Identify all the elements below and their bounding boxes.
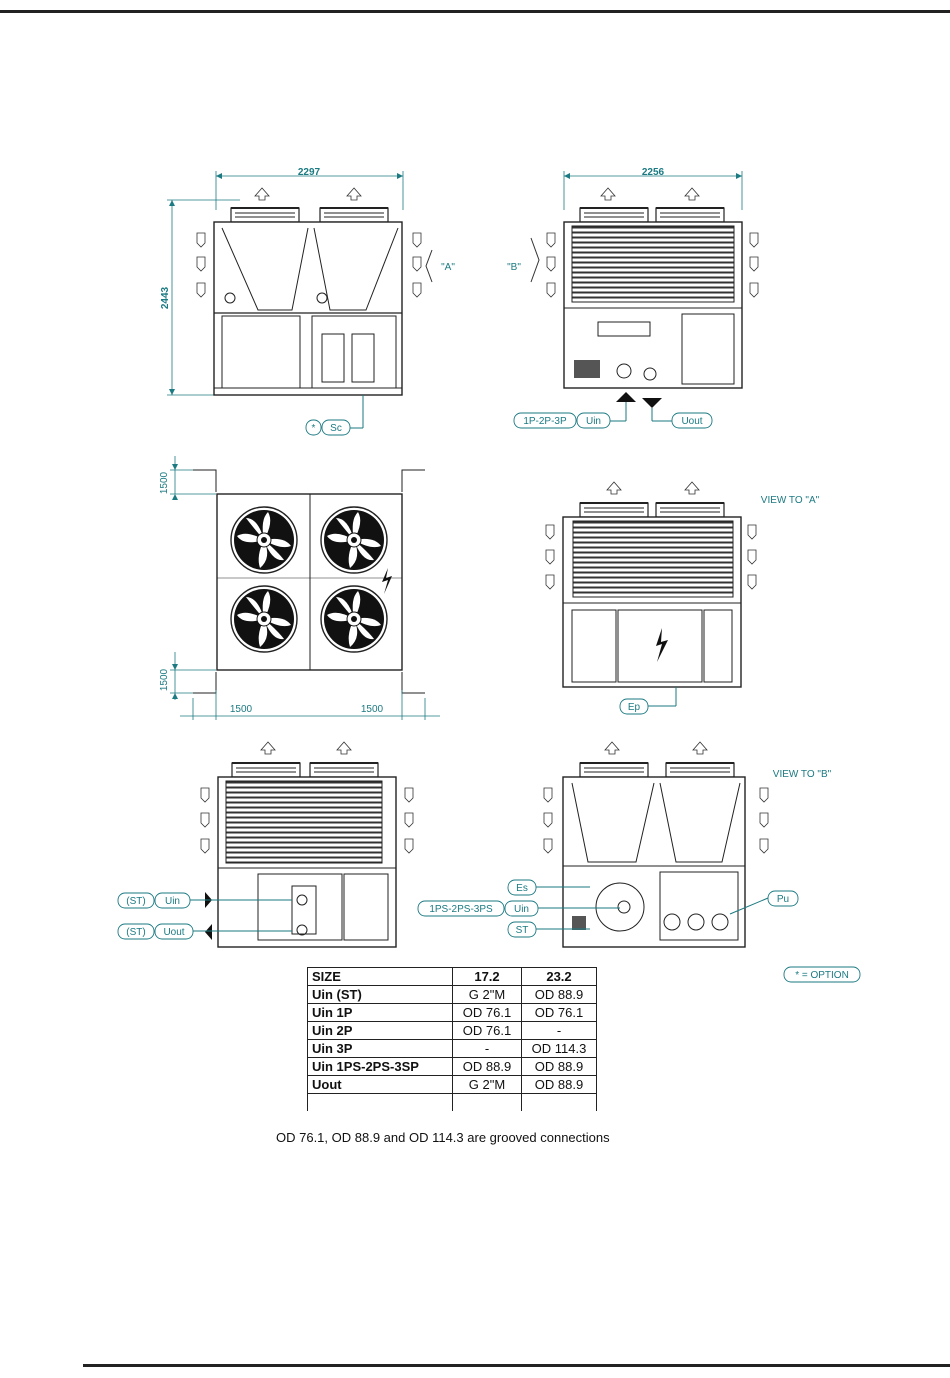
table-row-empty [307, 1093, 597, 1111]
table-row: Uin 1P OD 76.1 OD 76.1 [307, 1003, 597, 1022]
tag-st-uin: (ST) [126, 896, 145, 907]
table-cell-value: - [452, 1039, 522, 1058]
view-side-right [530, 171, 759, 422]
tag-st: ST [516, 925, 529, 936]
tag-option: * = OPTION [795, 970, 849, 981]
table-cell-label: Uin 1P [307, 1003, 453, 1022]
view-front-left [167, 171, 433, 429]
tag-pu: Pu [777, 894, 789, 905]
table-cell-value: OD 76.1 [452, 1003, 522, 1022]
tag-uout-side: Uout [681, 416, 702, 427]
tag-uin-side: Uin [586, 416, 601, 427]
tag-1p-2p-3p: 1P-2P-3P [523, 416, 567, 427]
table-cell-value: G 2"M [452, 985, 522, 1004]
view-to-b [536, 741, 769, 948]
dim-width-side: 2256 [642, 167, 665, 178]
tag-uout-back: Uout [163, 927, 184, 938]
table-cell-value: OD 114.3 [521, 1039, 597, 1058]
table-row: Uin 1PS-2PS-3SP OD 88.9 OD 88.9 [307, 1057, 597, 1076]
connection-table: SIZE 17.2 23.2 Uin (ST) G 2"M OD 88.9 Ui… [307, 967, 597, 1111]
table-header-size: SIZE [307, 967, 453, 986]
table-cell-empty [521, 1093, 597, 1111]
dim-clear-right: 1500 [361, 704, 384, 715]
table-cell-label: Uin 2P [307, 1021, 453, 1040]
dim-clear-top: 1500 [159, 471, 170, 494]
table-cell-value: OD 88.9 [521, 1057, 597, 1076]
dim-width-front: 2297 [298, 167, 321, 178]
top-rule [0, 10, 950, 13]
table-row: Uin 3P - OD 114.3 [307, 1039, 597, 1058]
table-cell-value: OD 88.9 [452, 1057, 522, 1076]
tag-1ps-2ps-3ps: 1PS-2PS-3PS [429, 904, 493, 915]
table-cell-value: G 2"M [452, 1075, 522, 1094]
table-header-size-17: 17.2 [452, 967, 522, 986]
table-cell-value: - [521, 1021, 597, 1040]
view-top-plan [170, 456, 440, 720]
table-header-row: SIZE 17.2 23.2 [307, 967, 597, 986]
table-cell-value: OD 76.1 [452, 1021, 522, 1040]
table-cell-value: OD 76.1 [521, 1003, 597, 1022]
table-cell-label: Uin 3P [307, 1039, 453, 1058]
table-cell-empty [307, 1093, 453, 1111]
table-cell-label: Uin (ST) [307, 985, 453, 1004]
table-row: Uin 2P OD 76.1 - [307, 1021, 597, 1040]
table-row: Uout G 2"M OD 88.9 [307, 1075, 597, 1094]
table-cell-label: Uin 1PS-2PS-3SP [307, 1057, 453, 1076]
view-to-a-label: VIEW TO "A" [761, 495, 820, 506]
table-cell-empty [452, 1093, 522, 1111]
tag-es: Es [516, 883, 528, 894]
table-cell-value: OD 88.9 [521, 1075, 597, 1094]
view-to-a [545, 481, 757, 707]
grooved-note: OD 76.1, OD 88.9 and OD 114.3 are groove… [276, 1130, 610, 1145]
view-back-left [190, 741, 414, 948]
view-ref-a: "A" [441, 262, 455, 273]
table-cell-label: Uout [307, 1075, 453, 1094]
dim-clear-left: 1500 [230, 704, 253, 715]
tag-st-uout: (ST) [126, 927, 145, 938]
view-ref-b: "B" [507, 262, 521, 273]
dim-height: 2443 [160, 286, 171, 309]
tag-star: * [312, 423, 316, 434]
tag-ep: Ep [628, 702, 641, 713]
view-to-b-label: VIEW TO "B" [773, 769, 832, 780]
tag-uin-b: Uin [514, 904, 529, 915]
tag-sc: Sc [330, 423, 342, 434]
table-cell-value: OD 88.9 [521, 985, 597, 1004]
tag-uin-back: Uin [165, 896, 180, 907]
bottom-rule [83, 1364, 950, 1367]
dim-clear-bottom: 1500 [159, 668, 170, 691]
table-row: Uin (ST) G 2"M OD 88.9 [307, 985, 597, 1004]
table-header-size-23: 23.2 [521, 967, 597, 986]
